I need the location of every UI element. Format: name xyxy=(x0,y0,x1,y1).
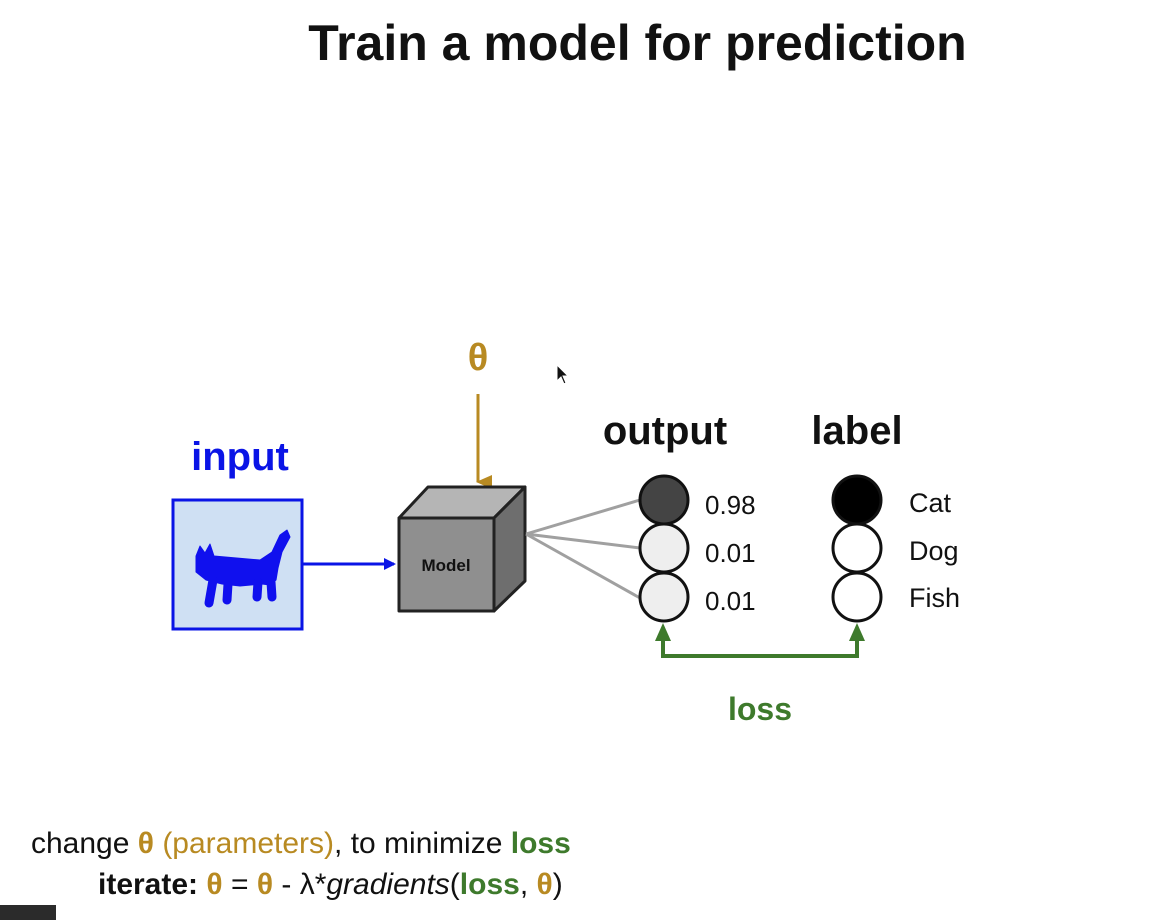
caption-loss: loss xyxy=(510,827,571,860)
caption-text: = xyxy=(222,868,257,901)
page-title: Train a model for prediction xyxy=(308,15,967,71)
output-value: 0.01 xyxy=(705,538,756,568)
caption-text: , to minimize xyxy=(334,827,511,860)
output-value: 0.98 xyxy=(705,490,756,520)
input-label: input xyxy=(191,435,289,479)
caption-line-1: change θ (parameters), to minimize loss xyxy=(31,827,571,861)
caption-text: , xyxy=(519,868,537,901)
theta-label: θ xyxy=(468,337,489,379)
output-node xyxy=(638,474,690,526)
output-node xyxy=(638,571,690,623)
output-node xyxy=(638,522,690,574)
caption-text: ) xyxy=(552,868,563,901)
caption-theta: θ xyxy=(536,868,553,901)
label-node xyxy=(831,474,883,526)
caption-theta: θ xyxy=(256,868,274,901)
mouse-cursor-icon xyxy=(556,364,570,385)
output-circles xyxy=(638,474,690,623)
class-name: Cat xyxy=(909,488,952,518)
loss-label: loss xyxy=(728,691,792,727)
output-value: 0.01 xyxy=(705,586,756,616)
model-label: Model xyxy=(421,556,470,575)
caption-theta: θ xyxy=(206,868,223,901)
caption-gradients: gradients xyxy=(326,868,450,901)
label-circles xyxy=(831,474,883,623)
label-header: label xyxy=(811,409,902,453)
model-output-connections xyxy=(525,498,641,600)
loss-connector xyxy=(655,623,865,658)
caption-loss: loss xyxy=(459,868,520,901)
class-name: Dog xyxy=(909,536,959,566)
caption-iterate: iterate: xyxy=(98,868,199,901)
caption-text: ( xyxy=(449,868,460,901)
label-node xyxy=(831,522,883,574)
output-header: output xyxy=(603,409,727,453)
caption-theta: θ xyxy=(137,827,154,860)
taskbar-corner xyxy=(0,905,56,920)
caption-line-2: iterate: θ = θ - λ*gradients(loss, θ) xyxy=(98,868,563,902)
class-name: Fish xyxy=(909,583,960,613)
caption-text: - λ* xyxy=(273,868,327,901)
caption-text: change xyxy=(31,827,138,860)
cat-drawing-icon xyxy=(195,529,291,608)
model-cube xyxy=(397,485,527,613)
label-node xyxy=(831,571,883,623)
caption-parameters: (parameters) xyxy=(153,827,335,860)
